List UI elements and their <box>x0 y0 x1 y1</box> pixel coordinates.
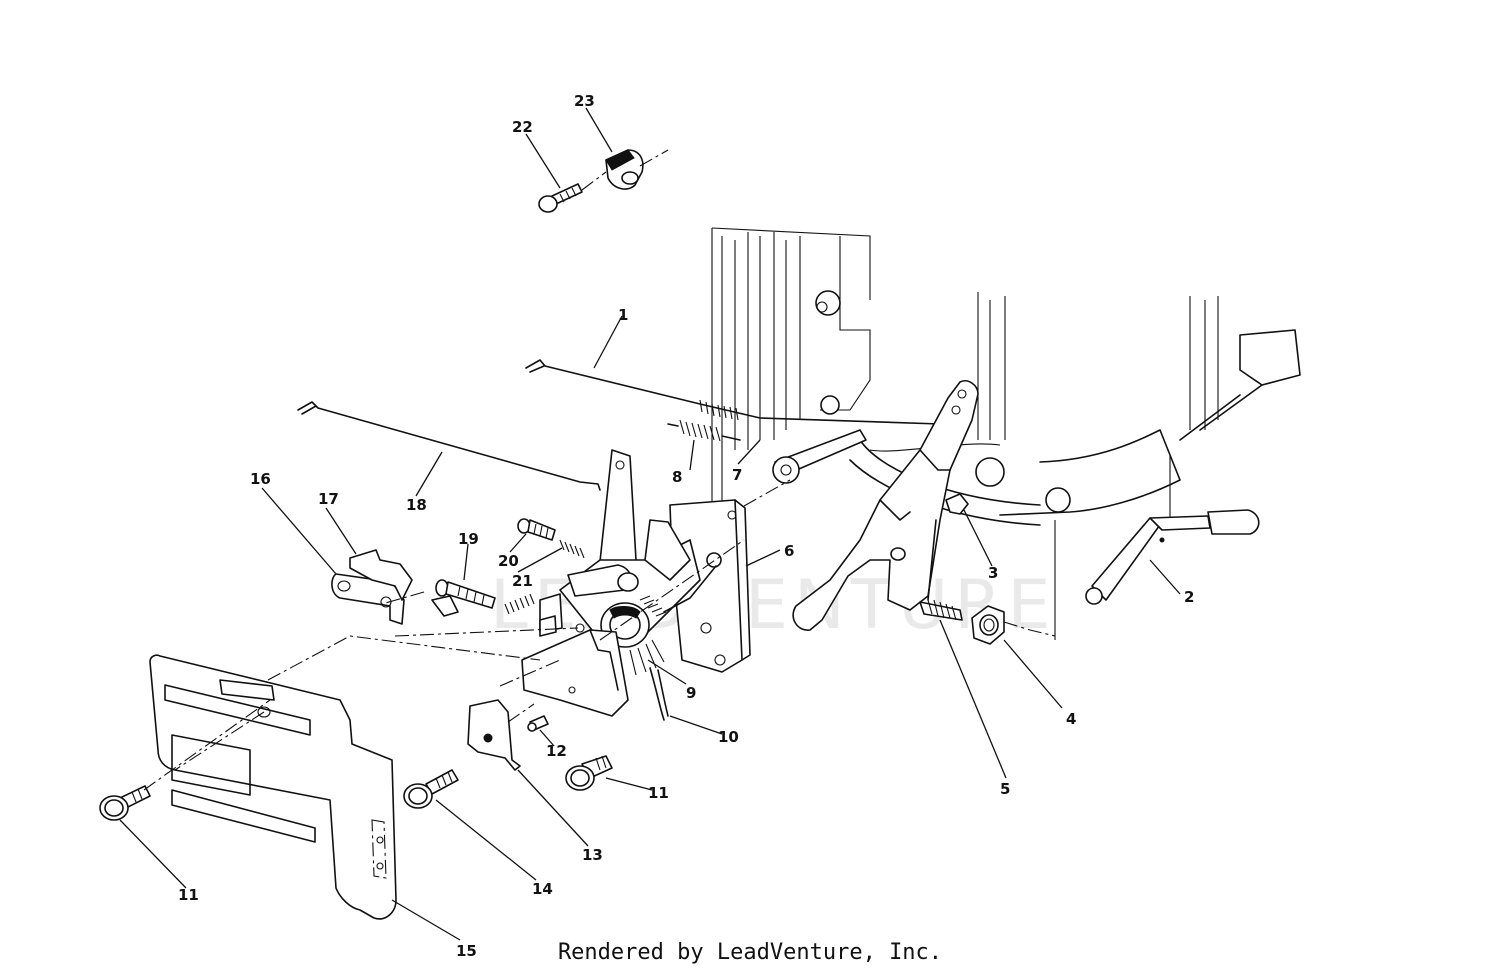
callout-18: 18 <box>406 496 427 514</box>
part-5-control-lever <box>792 380 979 631</box>
callout-4: 4 <box>1066 710 1076 728</box>
callout-10: 10 <box>718 728 739 746</box>
callout-1: 1 <box>618 306 628 324</box>
part-3-clip <box>945 493 969 515</box>
callout-23: 23 <box>574 92 595 110</box>
callout-3: 3 <box>988 564 998 582</box>
part-23-cable-clamp <box>605 149 644 190</box>
callout-20: 20 <box>498 552 519 570</box>
callout-5: 5 <box>1000 780 1010 798</box>
callout-17: 17 <box>318 490 339 508</box>
callout-19: 19 <box>458 530 479 548</box>
lower-bracket-base <box>521 593 629 717</box>
callout-6: 6 <box>784 542 794 560</box>
render-credit: Rendered by LeadVenture, Inc. <box>557 940 943 965</box>
part-15-control-panel <box>149 654 397 920</box>
part-11-bolt-upper <box>565 755 613 791</box>
part-2-choke-lever <box>1085 509 1260 605</box>
part-10-wire <box>657 669 669 717</box>
callout-7: 7 <box>732 466 742 484</box>
part-4-lock-nut <box>971 605 1005 645</box>
callout-14: 14 <box>532 880 553 898</box>
callout-11-left: 11 <box>178 886 199 904</box>
callout-22: 22 <box>512 118 533 136</box>
callout-21: 21 <box>512 572 533 590</box>
part-22-screw <box>538 183 583 213</box>
callout-labels: 1 2 3 4 5 6 7 8 9 10 11 11 12 13 14 15 1… <box>178 92 1194 960</box>
part-18-throttle-rod <box>297 401 601 491</box>
callout-15: 15 <box>456 942 477 960</box>
callout-11-right: 11 <box>648 784 669 802</box>
part-1-governor-rod <box>525 359 951 425</box>
part-17-clip <box>349 549 413 601</box>
alignment-lines <box>143 479 1056 791</box>
callout-12: 12 <box>546 742 567 760</box>
part-16-plate <box>331 573 405 625</box>
part-12-pin <box>527 715 549 732</box>
part-13-small-bracket <box>467 699 521 771</box>
callout-8: 8 <box>672 468 682 486</box>
callout-16: 16 <box>250 470 271 488</box>
part-11-bolt-lower <box>99 785 151 821</box>
callout-13: 13 <box>582 846 603 864</box>
part-8-spring <box>667 419 741 442</box>
engine-block <box>711 227 1301 640</box>
callout-9: 9 <box>686 684 696 702</box>
part-19-screw <box>435 579 496 609</box>
callout-2: 2 <box>1184 588 1194 606</box>
part-7-link <box>772 429 867 484</box>
leader-lines <box>119 107 1181 941</box>
part-20-screw <box>517 518 556 541</box>
part-21-spring <box>504 539 585 615</box>
part-14-bolt <box>403 769 459 809</box>
